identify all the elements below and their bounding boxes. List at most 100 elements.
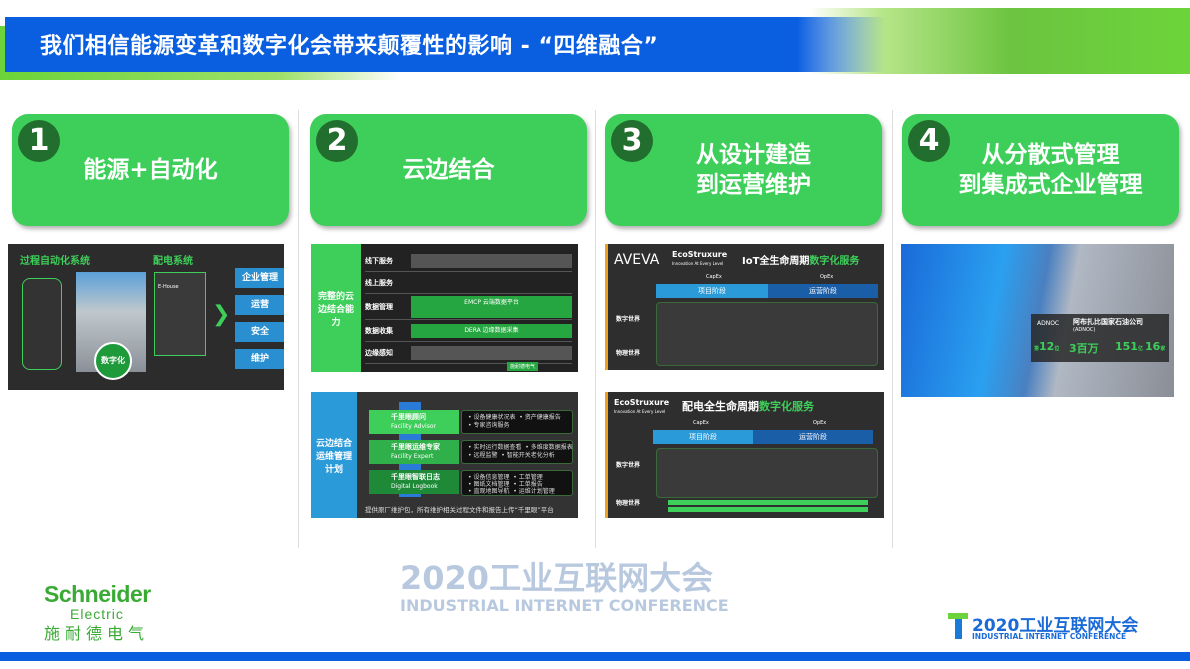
pillar-title: 云边结合 [402, 157, 495, 183]
pillar-card-2: 2 云边结合 [310, 114, 587, 226]
row-label: 线下服务 [365, 256, 393, 265]
ehouse-box: E-House [154, 272, 206, 356]
edge-box: DERA 边缘数据采集 [411, 323, 572, 338]
stat-value: 16 [1145, 340, 1161, 353]
ecostruxure-logo: EcoStruxure [614, 398, 670, 407]
brand-name: Schneider [44, 581, 151, 607]
tile: 运营 [235, 295, 284, 315]
page-title: 我们相信能源变革和数字化会带来颠覆性的影响 - “四维融合” [40, 34, 659, 59]
pillar-number: 3 [611, 120, 653, 162]
world-label: 数字世界 [616, 462, 641, 469]
level-bullets: • 实时运行数据查看 • 多维度数据报表 • 远程监警 • 智能开关老化分析 [461, 440, 573, 464]
side-label: 云边结合运维管理计划 [311, 392, 357, 518]
plan-footer: 提供原厂维护包，所有维护相关过程文件和报告上传“千里眼”平台 [365, 506, 554, 514]
adnoc-logo: ADNOC [1037, 320, 1060, 327]
pillar-title-line: 到集成式企业管理 [958, 172, 1143, 198]
lifecycle-panel [656, 448, 878, 498]
header-bar [5, 17, 885, 72]
ecostruxure-logo: EcoStruxure [672, 250, 728, 259]
title: 配电全生命周期 [682, 400, 759, 413]
level-cn: 千里眼运维专家 [391, 443, 440, 451]
world-label: 数字世界 [616, 316, 641, 323]
pillar-number: 1 [18, 120, 60, 162]
row-label: 线上服务 [365, 278, 393, 287]
stat-value: 3百万 [1069, 342, 1099, 355]
title-green: 数字化服务 [809, 256, 860, 267]
tile: 企业管理 [235, 268, 284, 288]
pillar-title-line: 从分散式管理 [981, 142, 1120, 168]
lifecycle-panel [656, 302, 878, 366]
brand-name-2: Electric [70, 606, 124, 622]
pillar-card-3: 3 从设计建造到运营维护 [605, 114, 882, 226]
level-bullets: • 设备健康状况表 • 资产健康报告 • 专家咨询服务 [461, 410, 573, 434]
stat-suffix: 家 [1160, 346, 1166, 352]
brand-tag: 施耐德电气 [506, 362, 538, 371]
plan-level: 千里眼顾问 Facility Advisor [369, 410, 459, 434]
pillar-title-line: 到运营维护 [696, 172, 811, 198]
emcp-box: EMCP 云端数据平台 [411, 295, 572, 318]
capex-label: CapEx [706, 274, 722, 280]
stat-suffix: 亿 [1137, 346, 1143, 352]
pillar-title: 能源+自动化 [83, 157, 218, 183]
cloud-edge-diagram: 完整的云边结合能力 线下服务 线上服务 数据管理 EMCP 云端数据平台 数据收集… [311, 244, 578, 372]
adnoc-overlay: ADNOC 阿布扎比国家石油公司 (ADNOC) 第12位 3百万 151亿 1… [1031, 314, 1169, 362]
control-room-photo: ADNOC 阿布扎比国家石油公司 (ADNOC) 第12位 3百万 151亿 1… [901, 244, 1174, 397]
opex-label: OpEx [813, 420, 827, 426]
brand-name-cn: 施耐德电气 [44, 626, 150, 643]
divider [595, 110, 596, 548]
stat-prefix: 第 [1034, 346, 1040, 352]
conference-logo-icon [948, 613, 968, 639]
bottom-bar [0, 652, 1190, 661]
digitalization-badge: 数字化 [94, 342, 132, 380]
title: IoT全生命周期 [742, 256, 810, 267]
stat-value: 12 [1039, 340, 1055, 353]
divider [298, 110, 299, 548]
chevron-right-icon: ❯ [212, 302, 231, 327]
aveva-logo: AVEVA [614, 252, 660, 268]
instrument-panel [22, 278, 62, 370]
automation-diagram: 过程自动化系统 配电系统 数字化 E-House ❯ 企业管理 运营 安全 维护 [8, 244, 284, 390]
stat-value: 151 [1115, 340, 1138, 353]
phase-arrow: 运营阶段 [768, 284, 878, 298]
pillar-card-4: 4 从分散式管理到集成式企业管理 [902, 114, 1179, 226]
level-cn: 千里眼智联日志 [391, 473, 440, 481]
row-label: 边缘感知 [365, 348, 393, 357]
level-en: Facility Expert [391, 453, 434, 460]
row-label: 数据管理 [365, 302, 393, 311]
pillar-number: 4 [908, 120, 950, 162]
plan-level: 千里眼运维专家 Facility Expert [369, 440, 459, 464]
level-bullets: • 设备信息管理 • 工单管理 • 图纸文档管理 • 工单报告 • 直观地图导航… [461, 470, 573, 496]
conference-subtitle: INDUSTRIAL INTERNET CONFERENCE [972, 632, 1127, 641]
level-en: Facility Advisor [391, 423, 436, 430]
company-name: 阿布扎比国家石油公司 [1073, 318, 1143, 326]
phase-arrow: 项目阶段 [656, 284, 768, 298]
side-label: 完整的云边结合能力 [311, 244, 361, 372]
world-label: 物理世界 [616, 350, 641, 357]
pillar-number: 2 [316, 120, 358, 162]
stat-suffix: 位 [1054, 346, 1060, 352]
eco-tagline: Innovation At Every Level [672, 261, 724, 266]
capex-label: CapEx [693, 420, 709, 426]
diagram-label: 过程自动化系统 [20, 256, 90, 267]
green-bar [668, 500, 868, 505]
maintenance-plan-diagram: 云边结合运维管理计划 千里眼顾问 Facility Advisor • 设备健康状… [311, 392, 578, 518]
company-name-en: (ADNOC) [1073, 327, 1096, 333]
level-cn: 千里眼顾问 [391, 413, 426, 421]
ehouse-label: E-House [158, 284, 179, 290]
tile: 维护 [235, 349, 284, 369]
power-lifecycle-diagram: EcoStruxure Innovation At Every Level 配电… [605, 392, 884, 518]
pillar-title-line: 从设计建造 [696, 142, 811, 168]
iot-lifecycle-diagram: AVEVA EcoStruxure Innovation At Every Le… [605, 244, 884, 370]
eco-tagline: Innovation At Every Level [614, 409, 666, 414]
title-green: 数字化服务 [759, 400, 814, 413]
conference-title: 2020工业互联网大会 [972, 616, 1139, 636]
pillar-card-1: 1 能源+自动化 [12, 114, 289, 226]
divider [892, 110, 893, 548]
diagram-label: 配电系统 [153, 256, 193, 267]
world-label: 物理世界 [616, 500, 641, 507]
row-label: 数据收集 [365, 326, 393, 335]
tile: 安全 [235, 322, 284, 342]
phase-arrow: 运营阶段 [753, 430, 873, 444]
phase-arrow: 项目阶段 [653, 430, 753, 444]
